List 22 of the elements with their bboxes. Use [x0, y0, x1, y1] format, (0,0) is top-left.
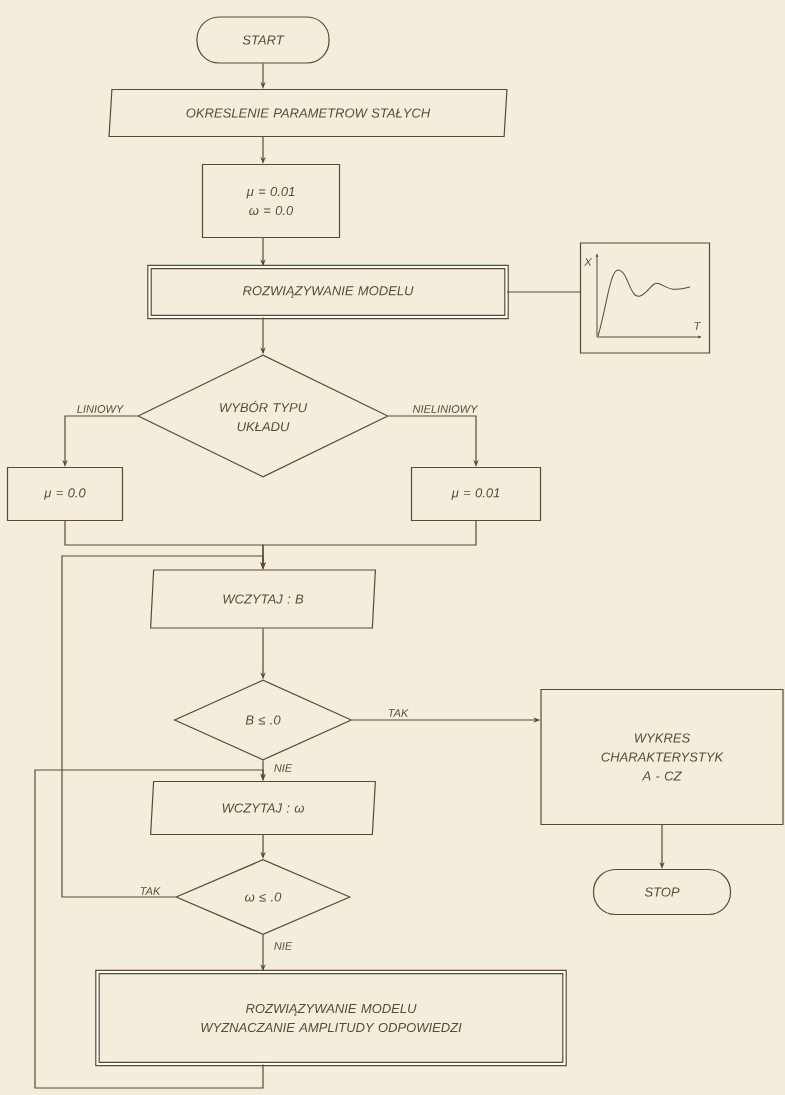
arrow — [34, 769, 266, 1089]
arrow — [61, 555, 266, 898]
io-parallelogram: OKRESLENIE PARAMETROW STAŁYCH — [108, 88, 508, 138]
process-box: μ = 0.0 — [6, 466, 124, 522]
graph-drawing — [579, 242, 711, 354]
terminal-box: STOP — [592, 868, 732, 916]
edge-label: NIELINIOWY — [411, 404, 479, 414]
io-parallelogram: WCZYTAJ : B — [150, 569, 376, 629]
terminal-box: START — [196, 16, 330, 64]
edge-label: NIE — [272, 941, 294, 951]
process-box: μ = 0.01 ω = 0.0 — [201, 163, 341, 239]
axis-label: X — [584, 258, 592, 266]
edge-label: LINIOWY — [75, 404, 125, 414]
process-box: ROZWIĄZYWANIE MODELU WYZNACZANIE AMPLITUDY ODPOWIEDZI — [95, 969, 567, 1067]
process-box: WYKRES CHARAKTERYSTYK A - CZ — [540, 688, 784, 826]
edge-label: TAK — [138, 886, 162, 896]
edge-label: TAK — [386, 708, 410, 718]
process-box: ROZWIĄZYWANIE MODELU — [147, 264, 509, 320]
edge-label: NIE — [272, 763, 294, 773]
process-box: μ = 0.01 — [410, 466, 542, 522]
io-parallelogram: WCZYTAJ : ω — [150, 780, 376, 836]
axis-label: T — [694, 322, 701, 330]
